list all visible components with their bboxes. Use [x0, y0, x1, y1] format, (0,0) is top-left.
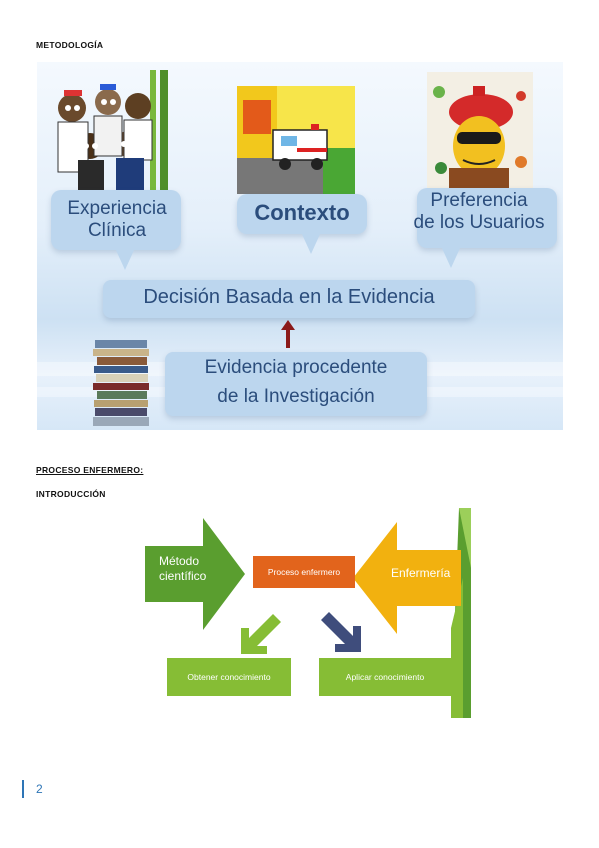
- down-left-arrow-icon: [241, 614, 281, 654]
- evidencia-box: [165, 352, 427, 416]
- decorative-stripe: [451, 508, 471, 718]
- page-number-bar: [22, 780, 24, 798]
- decision-box: [103, 280, 475, 318]
- metodo-cientifico-text: Método científico: [159, 554, 206, 584]
- books-stack-image: [91, 340, 153, 428]
- doctors-cartoon-image: [50, 70, 178, 192]
- up-arrow-icon: [281, 320, 295, 348]
- contexto-text: Contexto: [254, 200, 350, 225]
- heading-metodologia: METODOLOGÍA: [36, 40, 104, 50]
- proceso-enfermero-diagram: Método científico Enfermería Proceso enf…: [145, 508, 471, 718]
- preferencia-text: Preferencia de los Usuarios: [395, 190, 563, 234]
- evidencia-line2: de la Investigación: [217, 385, 375, 407]
- metodo-line2: científico: [159, 569, 207, 583]
- enfermeria-text: Enfermería: [391, 566, 451, 580]
- evidence-based-decision-figure: Experiencia Clínica Contexto Preferencia…: [37, 62, 563, 430]
- evidencia-line1: Evidencia procedente: [204, 357, 388, 378]
- experiencia-text: Experiencia Clínica: [47, 198, 187, 242]
- user-preference-image: [427, 72, 533, 190]
- aplicar-conocimiento-box: Aplicar conocimiento: [319, 658, 451, 696]
- evidencia-text: Evidencia procedente de la Investigación: [165, 354, 427, 411]
- preferencia-line1: Preferencia: [430, 190, 528, 211]
- preferencia-bubble: [417, 188, 557, 248]
- contexto-bubble: [237, 194, 367, 234]
- experiencia-bubble: [51, 190, 181, 250]
- preferencia-bubble-tail: [441, 246, 461, 268]
- metodo-line1: Método: [159, 554, 200, 568]
- preferencia-line2: de los Usuarios: [413, 211, 545, 233]
- proceso-enfermero-box: Proceso enfermero: [253, 556, 355, 588]
- ambulance-context-image: [237, 86, 355, 194]
- experiencia-line2: Clínica: [87, 219, 147, 241]
- heading-introduccion: INTRODUCCIÓN: [36, 489, 106, 499]
- experiencia-line1: Experiencia: [67, 198, 167, 219]
- contexto-bubble-tail: [301, 232, 321, 254]
- page-number: 2: [36, 782, 43, 796]
- obtener-conocimiento-box: Obtener conocimiento: [167, 658, 291, 696]
- enfermeria-arrow: [353, 522, 461, 634]
- metodo-cientifico-arrow: [145, 518, 245, 630]
- heading-proceso-enfermero: PROCESO ENFERMERO:: [36, 465, 144, 475]
- experiencia-bubble-tail: [115, 248, 135, 270]
- down-right-arrow-icon: [321, 612, 361, 652]
- decision-text: Decisión Basada en la Evidencia: [143, 286, 435, 308]
